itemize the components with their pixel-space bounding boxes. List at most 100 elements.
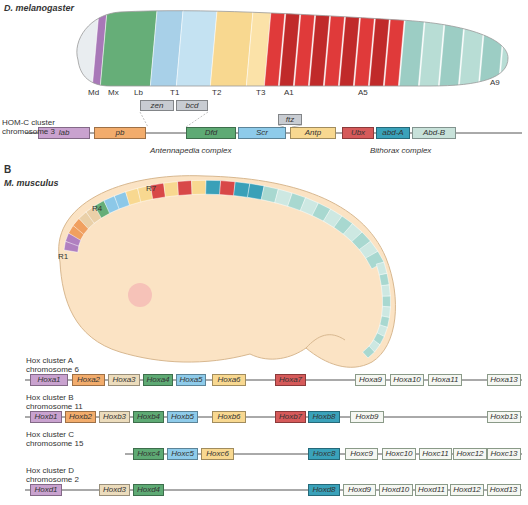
label: Bithorax complex	[370, 146, 431, 155]
gene-name: zen	[151, 102, 164, 110]
gene-box: Ubx	[342, 127, 374, 139]
label: A9	[490, 78, 500, 87]
gene-name: Antp	[305, 129, 321, 137]
label: R1	[58, 252, 68, 261]
gene-box: Hoxa13	[487, 374, 521, 386]
label: A5	[358, 88, 368, 97]
gene-name: Hoxc4	[137, 450, 160, 458]
gene-box: Hoxb8	[308, 411, 340, 423]
gene-box: abd-A	[376, 127, 410, 139]
gene-box: Hoxc13	[487, 448, 521, 460]
gene-box: Hoxa1	[30, 374, 68, 386]
segment-band	[379, 273, 389, 286]
segment-band	[206, 180, 221, 194]
label: Md	[88, 88, 99, 97]
gene-name: Hoxb7	[279, 413, 302, 421]
gene-name: Hoxc5	[171, 450, 194, 458]
gene-box: Hoxd11	[415, 484, 448, 496]
gene-name: Hoxb4	[137, 413, 160, 421]
gene-name: Hoxa1	[37, 376, 60, 384]
gene-box: Hoxa2	[72, 374, 105, 386]
gene-box: Hoxc11	[419, 448, 452, 460]
gene-name: Hoxc10	[385, 450, 412, 458]
gene-name: Hoxa6	[217, 376, 240, 384]
gene-name: Hoxb5	[171, 413, 194, 421]
gene-name: Hoxd9	[348, 486, 371, 494]
label: R4	[92, 204, 102, 213]
gene-box: Hoxb3	[99, 411, 130, 423]
gene-name: ftz	[286, 116, 294, 124]
label: Hox cluster B chromosome 11	[26, 393, 90, 411]
gene-box: Hoxc12	[453, 448, 487, 460]
gene-box: Hoxa7	[275, 374, 306, 386]
label: Lb	[134, 88, 143, 97]
gene-name: Dfd	[205, 129, 217, 137]
gene-name: Hoxc8	[313, 450, 336, 458]
gene-box: Hoxb7	[275, 411, 306, 423]
gene-box: Hoxd1	[30, 484, 62, 496]
segment-band	[382, 306, 391, 317]
label: Hox cluster A chromosome 6	[26, 356, 90, 374]
gene-box: Hoxa6	[212, 374, 246, 386]
gene-box: Hoxc9	[345, 448, 378, 460]
gene-box: Hoxb5	[167, 411, 198, 423]
gene-box: Hoxb6	[212, 411, 246, 423]
gene-box: ftz	[278, 114, 302, 125]
gene-box: Hoxc5	[167, 448, 198, 460]
label: Mx	[108, 88, 119, 97]
label: T3	[256, 88, 265, 97]
gene-name: Hoxd4	[137, 486, 160, 494]
gene-box: Hoxa9	[355, 374, 386, 386]
gene-box: bcd	[176, 100, 208, 111]
label: Hox cluster C chromosome 15	[26, 430, 90, 448]
gene-box: Hoxd9	[343, 484, 376, 496]
gene-box: Abd-B	[412, 127, 456, 139]
gene-box: zen	[140, 100, 174, 111]
label: B	[4, 164, 11, 176]
gene-box: Hoxd10	[379, 484, 413, 496]
gene-box: Hoxb13	[487, 411, 521, 423]
segment-band	[234, 182, 250, 198]
label: T2	[212, 88, 221, 97]
gene-box: Hoxb4	[133, 411, 164, 423]
gene-box: Hoxc4	[133, 448, 164, 460]
gene-name: Hoxb13	[490, 413, 518, 421]
gene-name: Hoxa3	[112, 376, 135, 384]
label: A1	[284, 88, 294, 97]
gene-name: Hoxd3	[103, 486, 126, 494]
label: R7	[146, 184, 156, 193]
gene-name: Abd-B	[423, 129, 445, 137]
label: M. musculus	[4, 178, 59, 188]
segment-band	[382, 296, 390, 307]
label: HOM-C cluster chromosome 3	[2, 118, 68, 136]
gene-box: Hoxd13	[487, 484, 521, 496]
gene-name: Hoxb6	[217, 413, 240, 421]
gene-name: lab	[59, 129, 70, 137]
gene-box: Hoxd8	[308, 484, 340, 496]
gene-box: Hoxc8	[308, 448, 340, 460]
gene-name: Hoxc12	[456, 450, 483, 458]
gene-name: Hoxa9	[359, 376, 382, 384]
gene-name: Hoxb9	[355, 413, 378, 421]
gene-box: Antp	[290, 127, 336, 139]
gene-name: Hoxd1	[34, 486, 57, 494]
gene-name: Hoxb3	[103, 413, 126, 421]
gene-box: Hoxd12	[450, 484, 484, 496]
gene-box: Hoxc10	[382, 448, 416, 460]
gene-name: Hoxc9	[350, 450, 373, 458]
gene-name: abd-A	[382, 129, 403, 137]
gene-name: Hoxc13	[490, 450, 517, 458]
gene-name: Hoxa5	[179, 376, 202, 384]
gene-name: bcd	[186, 102, 199, 110]
gene-box: Hoxa5	[176, 374, 206, 386]
gene-box: Dfd	[186, 127, 236, 139]
gene-name: Hoxd11	[418, 486, 445, 494]
gene-box: Hoxa4	[143, 374, 173, 386]
gene-name: Hoxd13	[490, 486, 518, 494]
gene-box: Hoxd4	[133, 484, 164, 496]
segment-band	[363, 346, 375, 358]
gene-name: Hoxc6	[206, 450, 229, 458]
label: D. melanogaster	[4, 3, 74, 13]
